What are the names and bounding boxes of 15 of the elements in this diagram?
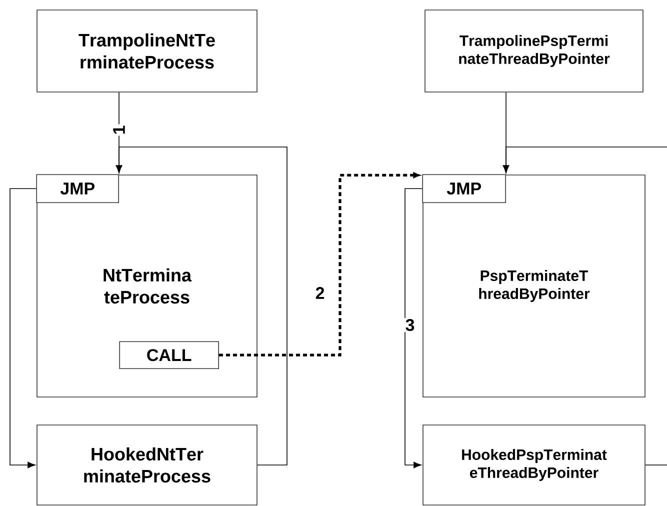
process-box: TrampolineNtTerminateProcess (36, 10, 258, 92)
instruction-box: JMP (422, 174, 506, 203)
instruction-box: JMP (36, 174, 119, 203)
arrow (502, 146, 667, 466)
arrow (116, 146, 288, 466)
dotted-arrow (219, 172, 420, 356)
step-number: 3 (404, 318, 416, 332)
process-box: TrampolinePspTerminateThreadByPointer (424, 10, 644, 92)
process-box: HookedPspTerminateThreadByPointer (422, 424, 646, 506)
step-number: 1 (112, 124, 126, 136)
arrow (10, 188, 37, 468)
instruction-box: CALL (119, 341, 219, 369)
arrow (404, 188, 423, 468)
process-box: HookedNtTerminateProcess (36, 424, 258, 506)
step-number: 2 (314, 286, 326, 300)
